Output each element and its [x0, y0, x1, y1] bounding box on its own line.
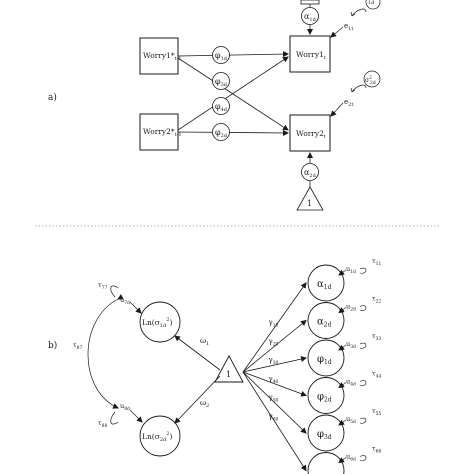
- svg-text:u8d: u8d: [120, 402, 130, 412]
- u8-residual: u8d τ88: [98, 402, 143, 429]
- latent-5: γ50 φ3d u5d τ55: [242, 371, 381, 452]
- gamma-path-1: [242, 282, 307, 373]
- latent-label-4: φ2d: [317, 392, 332, 404]
- svg-text:e2t: e2t: [344, 98, 353, 108]
- svg-text:1: 1: [226, 370, 231, 379]
- phi-3d-label: φ3d: [212, 72, 230, 90]
- gamma-label-5: γ50: [269, 394, 279, 404]
- gamma-path-2: [242, 319, 307, 373]
- omega-1-label: ω1: [200, 336, 209, 347]
- tau-label-2: τ22: [372, 295, 381, 305]
- svg-text:Worry1*t-1: Worry1*t-1: [143, 51, 182, 62]
- phi-2d-label: φ2d: [212, 123, 230, 141]
- tau-label-3: τ33: [372, 332, 381, 342]
- latent-circle-4: [307, 377, 345, 414]
- u-residual-1: u1d: [346, 265, 356, 275]
- svg-text:Worry2*t-1: Worry2*t-1: [143, 127, 182, 138]
- u-residual-3: u3d: [346, 340, 356, 350]
- svg-text:φ4d: φ4d: [215, 102, 228, 113]
- worry1-box: Worry1t: [289, 35, 331, 73]
- gamma-path-3: [242, 356, 307, 373]
- svg-text:φ1d: φ1d: [215, 51, 228, 62]
- latent-circle-5: [307, 414, 345, 452]
- svg-text:Ln(σ1d2): Ln(σ1d2): [142, 317, 172, 329]
- latent-label-1: α1d: [317, 279, 332, 291]
- latent-6: γ60 u6d τ66: [242, 371, 381, 474]
- svg-text:τ88: τ88: [98, 419, 107, 429]
- svg-text:φ2d: φ2d: [215, 128, 228, 139]
- alpha-1d-label: α1d: [300, 0, 320, 35]
- svg-text:e1t: e1t: [344, 22, 353, 32]
- panel-b-label: b): [48, 340, 57, 351]
- worry2-box: Worry2t: [289, 114, 331, 152]
- constant-triangle-b: 1: [214, 355, 244, 383]
- gamma-label-6: γ60: [269, 412, 279, 422]
- tau-label-4: τ44: [372, 370, 381, 380]
- svg-text:α1d: α1d: [304, 12, 317, 23]
- gamma-label-3: γ30: [269, 356, 279, 366]
- svg-text:τ87: τ87: [73, 341, 82, 351]
- latent-factors: γ10 α1d u1d τ11 γ20 α2d u2d τ22 γ30 φ1d u3d τ33 γ40 φ…: [242, 257, 381, 474]
- gamma-path-4: [242, 371, 307, 397]
- latent-circle-3: [307, 339, 345, 377]
- tau-label-1: τ11: [372, 257, 381, 267]
- latent-circle-6: [307, 452, 345, 474]
- svg-text:φ3d: φ3d: [215, 77, 228, 88]
- u-residual-5: u5d: [346, 415, 356, 425]
- panel-a-label: a): [48, 92, 57, 103]
- alpha-2d-label: α2d: [301, 152, 319, 187]
- latent-label-5: φ3d: [317, 429, 332, 441]
- u-residual-2: u2d: [346, 303, 356, 313]
- omega-paths: [174, 335, 221, 424]
- latent-label-2: α2d: [317, 317, 332, 329]
- worry2-prev-box: Worry2*t-1: [139, 113, 182, 151]
- latent-4: γ40 φ2d u4d τ44: [242, 370, 381, 414]
- tau-label-6: τ66: [372, 445, 381, 455]
- u-residual-6: u6d: [346, 453, 356, 463]
- latent-3: γ30 φ1d u3d τ33: [242, 332, 381, 377]
- svg-text:1: 1: [307, 199, 312, 208]
- svg-text:Ln(σ2d2): Ln(σ2d2): [142, 431, 172, 443]
- latent-1: γ10 α1d u1d τ11: [242, 257, 381, 373]
- latent-2: γ20 α2d u2d τ22: [242, 295, 381, 373]
- tau87-covariance: τ87: [73, 294, 124, 409]
- worry1-prev-box: Worry1*t-1: [139, 37, 182, 75]
- omega-2-label: ω2: [200, 398, 209, 409]
- ln-sigma2-node: Ln(σ2d2): [139, 415, 181, 457]
- svg-text:u7d: u7d: [120, 296, 130, 306]
- ln-sigma1-node: Ln(σ1d2): [139, 301, 181, 343]
- gamma-label-1: γ10: [269, 319, 279, 329]
- panel-a-paths: [177, 51, 289, 136]
- phi-4d-label: φ4d: [212, 97, 230, 115]
- latent-label-3: φ1d: [317, 354, 332, 366]
- residual-e1: e1t 1d: [330, 0, 381, 38]
- svg-text:τ77: τ77: [98, 281, 107, 291]
- latent-circle-1: [307, 264, 345, 302]
- latent-circle-2: [307, 302, 345, 339]
- gamma-label-2: γ20: [269, 337, 279, 347]
- gamma-path-6: [242, 371, 307, 472]
- constant-triangle-a: 1: [296, 186, 324, 211]
- gamma-path-5: [242, 371, 307, 434]
- u-residual-4: u4d: [346, 378, 356, 388]
- svg-text:α2d: α2d: [304, 168, 317, 179]
- phi-1d-label: φ1d: [212, 46, 230, 64]
- svg-text:Worry2t: Worry2t: [296, 129, 326, 140]
- gamma-label-4: γ40: [269, 375, 279, 385]
- u7-residual: u7d τ77: [98, 281, 142, 314]
- tau-label-5: τ55: [372, 407, 381, 417]
- svg-text:1d: 1d: [368, 0, 375, 6]
- svg-text:Worry1t: Worry1t: [296, 50, 326, 61]
